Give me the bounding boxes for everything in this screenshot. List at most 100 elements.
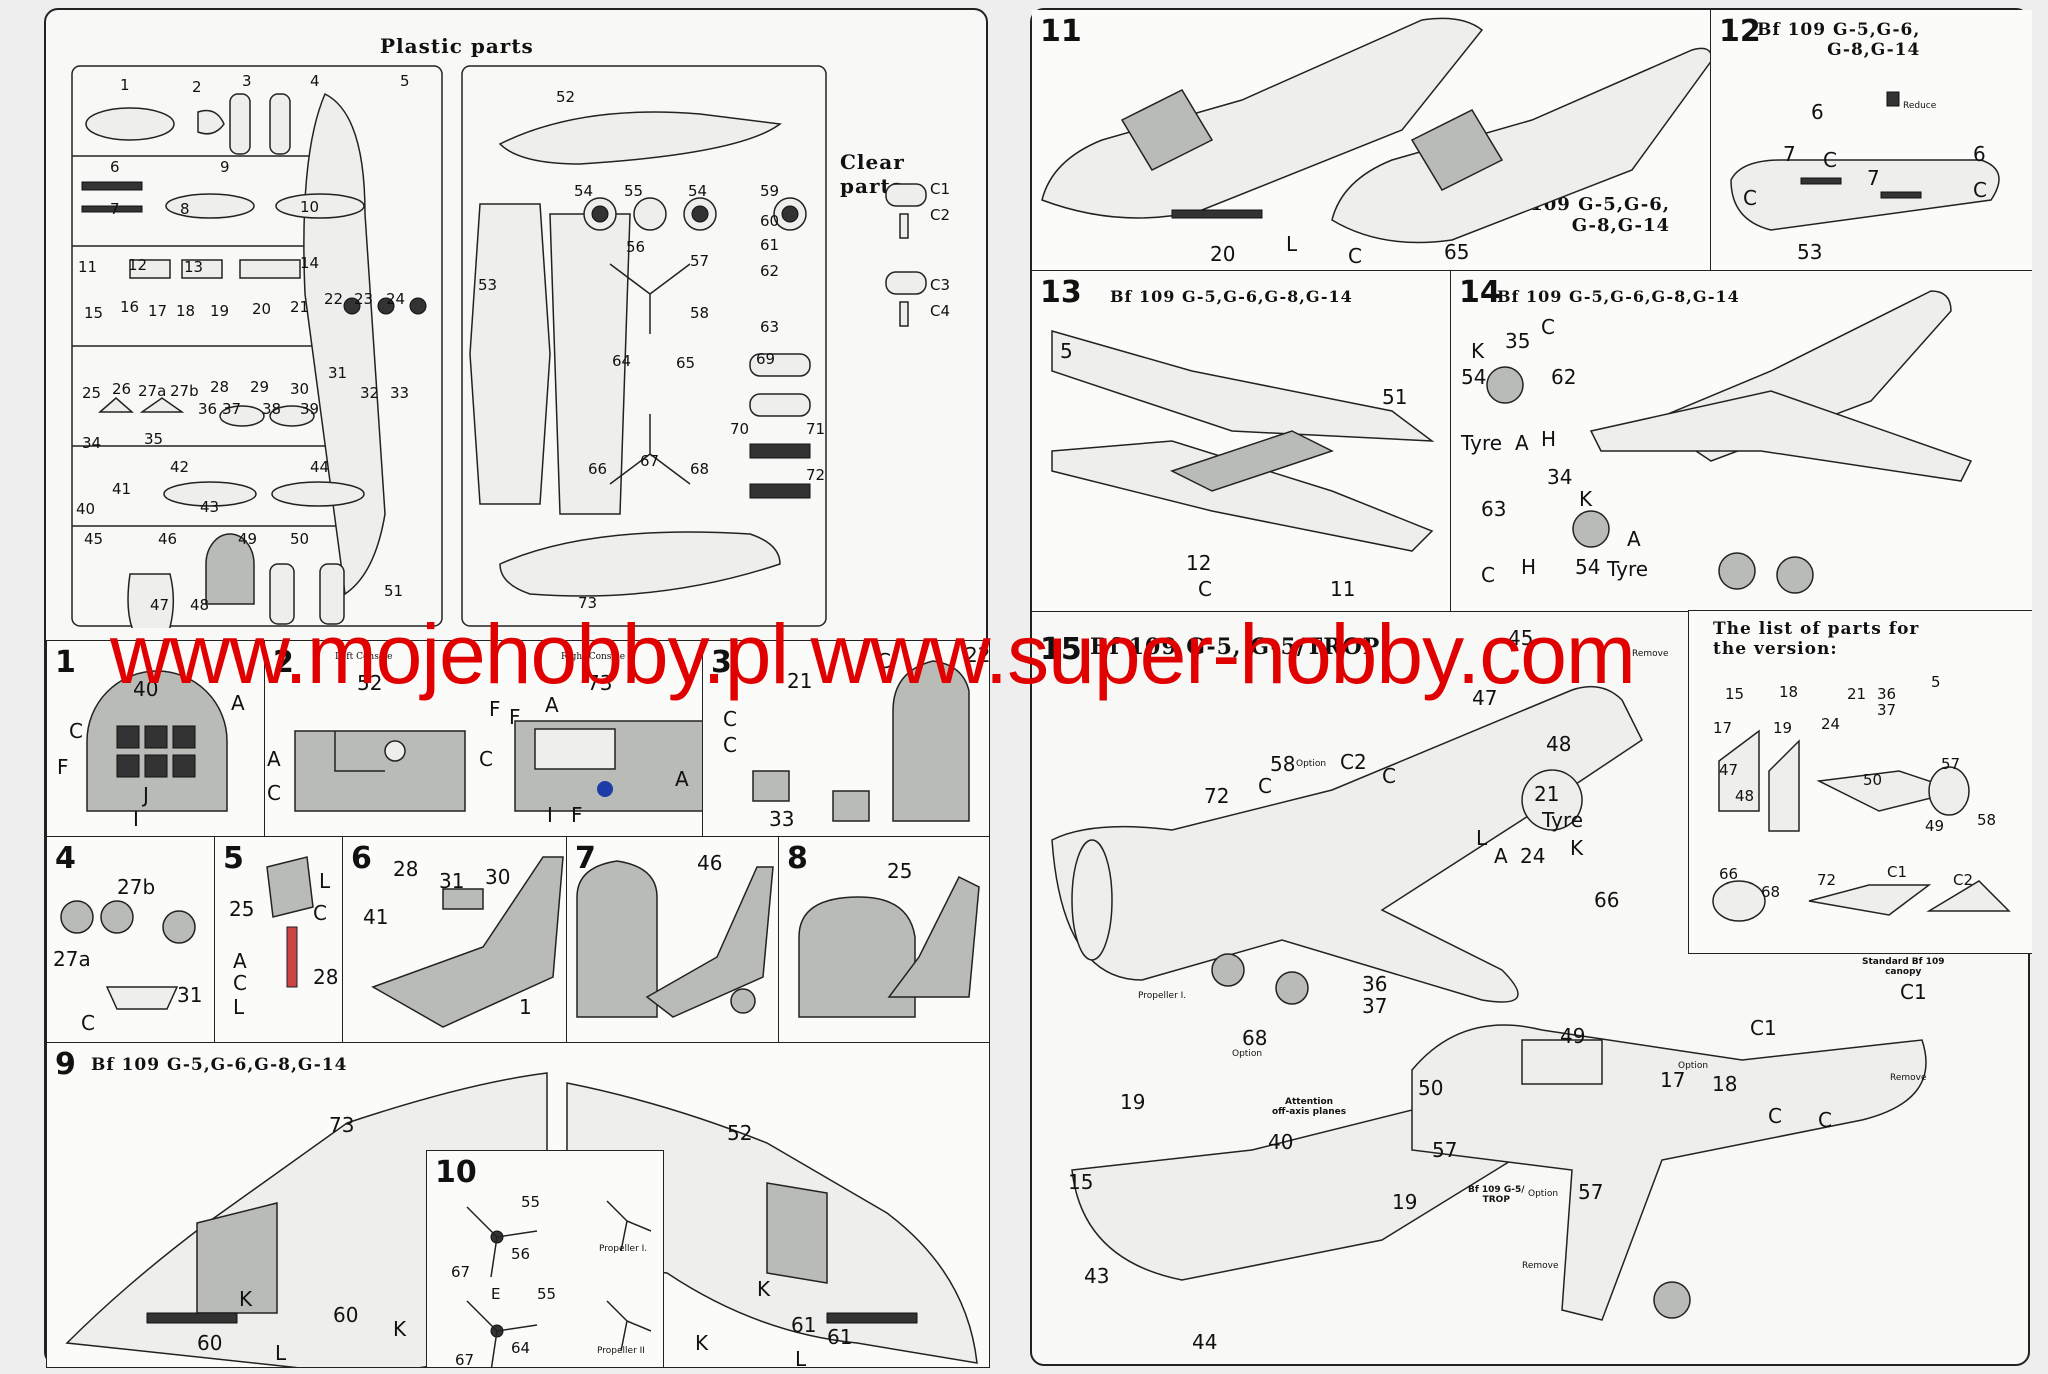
- part-label: 55: [624, 182, 644, 200]
- right-instruction-sheet: 11 Bf 109 G-5,G-6, G-8,G-14 20 L C 65 12…: [1030, 8, 2032, 1366]
- part-label: 37: [1877, 701, 1897, 719]
- part-label: 49: [1925, 817, 1945, 835]
- step-number: 1: [55, 645, 76, 680]
- callout-label: 1: [519, 995, 532, 1019]
- callout-label: C2: [1340, 750, 1367, 774]
- callout-label: 66: [1594, 888, 1620, 912]
- step-1: 1 40 A C F J I: [46, 640, 266, 838]
- callout-label: 7: [1867, 166, 1880, 190]
- callout-label: C: [1823, 148, 1837, 172]
- step-12-title: Bf 109 G-5,G-6, G-8,G-14: [1757, 20, 1921, 60]
- part-label: 13: [184, 258, 204, 276]
- callout-label: 28: [393, 857, 419, 881]
- part-label: 22: [324, 290, 344, 308]
- callout-label: C: [1481, 563, 1495, 587]
- callout-label: Tyre: [1542, 808, 1584, 832]
- part-label: 36: [1877, 685, 1897, 703]
- part-label: 38: [262, 400, 282, 418]
- callout-label: C: [233, 971, 247, 995]
- part-label: 17: [1713, 719, 1733, 737]
- part-label: 5: [400, 72, 410, 90]
- callout-label: 31: [439, 869, 465, 893]
- step-number: 13: [1040, 275, 1082, 310]
- step-number: 12: [1719, 14, 1761, 49]
- callout-label: A: [545, 693, 559, 717]
- step-13: 13 Bf 109 G-5,G-6,G-8,G-14 5 51 12 C 11: [1032, 270, 1452, 612]
- step-3: 3 C 21 C 22 C 33: [702, 640, 990, 838]
- callout-label: 61: [791, 1313, 817, 1337]
- parts-list-title: The list of parts for the version:: [1713, 619, 1920, 659]
- step-11: 11 Bf 109 G-5,G-6, G-8,G-14 20 L C 65: [1032, 10, 1712, 272]
- callout-label: 31: [177, 983, 203, 1007]
- part-label: 56: [626, 238, 646, 256]
- step-9-title: Bf 109 G-5,G-6,G-8,G-14: [91, 1055, 348, 1075]
- callout-label: L: [275, 1341, 287, 1365]
- fuselage-assembly: [1041, 17, 1711, 244]
- callout-label: I: [133, 807, 139, 831]
- part-label: 9: [220, 158, 230, 176]
- callout-label: C: [723, 733, 737, 757]
- callout-label: 5: [1060, 339, 1073, 363]
- part-label: 39: [300, 400, 320, 418]
- part-label: 64: [612, 352, 632, 370]
- part-label: 27a: [138, 382, 167, 400]
- part-label: 24: [386, 290, 406, 308]
- part-label: 72: [1817, 871, 1837, 889]
- part-label: 25: [82, 384, 102, 402]
- callout-label: 41: [363, 905, 389, 929]
- callout-label: H: [1541, 427, 1557, 451]
- callout-label: 53: [1797, 240, 1823, 264]
- part-label: 26: [112, 380, 132, 398]
- callout-label: 50: [1418, 1076, 1444, 1100]
- callout-label: K: [1570, 836, 1584, 860]
- part-label: 35: [144, 430, 164, 448]
- rear-bulkhead: [752, 660, 970, 822]
- instrument-panel: [86, 670, 228, 812]
- callout-label: L: [319, 869, 331, 893]
- callout-label: C: [1382, 764, 1396, 788]
- propellers: [466, 1200, 652, 1367]
- callout-label: Tyre: [1461, 431, 1503, 455]
- callout-label: 57: [1432, 1138, 1458, 1162]
- callout-label: L: [1476, 826, 1488, 850]
- callout-label: 18: [1712, 1072, 1738, 1096]
- watermark: www.mojehobby.pl www.super-hobby.com: [110, 607, 1636, 701]
- part-label: 46: [158, 530, 178, 548]
- part-label: 33: [390, 384, 410, 402]
- part-label: 8: [180, 200, 190, 218]
- part-label: 59: [760, 182, 780, 200]
- remove-note: Remove: [1632, 649, 1669, 659]
- callout-label: C: [267, 781, 281, 805]
- part-label: 34: [82, 434, 102, 452]
- part-label: 45: [84, 530, 104, 548]
- step-14-title: Bf 109 G-5,G-6,G-8,G-14: [1497, 287, 1740, 306]
- callout-label: 63: [1481, 497, 1507, 521]
- part-label: 37: [222, 400, 242, 418]
- option-note: Option: [1528, 1189, 1559, 1199]
- part-label: 18: [1779, 683, 1799, 701]
- callout-label: K: [695, 1331, 709, 1355]
- landing-gear-assembly: [1486, 290, 1973, 594]
- part-label: C1: [1887, 863, 1908, 881]
- part-label: 68: [690, 460, 710, 478]
- clear-part-c2: C2: [930, 206, 951, 224]
- callout-label: A: [233, 949, 247, 973]
- part-label: 32: [360, 384, 380, 402]
- callout-label: 55: [521, 1193, 541, 1211]
- callout-label: C: [723, 707, 737, 731]
- callout-label: 58: [1270, 752, 1296, 776]
- callout-label: 64: [511, 1339, 531, 1357]
- callout-label: 56: [511, 1245, 531, 1263]
- callout-label: 25: [229, 897, 255, 921]
- cockpit-with-bulkhead: [576, 860, 774, 1018]
- callout-label: K: [239, 1287, 253, 1311]
- standard-canopy-c1: C1: [1900, 980, 1927, 1004]
- part-label: 42: [170, 458, 190, 476]
- part-label: 57: [690, 252, 710, 270]
- callout-label: I: [547, 803, 553, 827]
- callout-label: C: [1768, 1104, 1782, 1128]
- trop-note: Bf 109 G-5/ TROP: [1468, 1185, 1525, 1205]
- callout-label: 37: [1362, 994, 1388, 1018]
- control-stick: [266, 856, 314, 988]
- callout-label: C: [69, 719, 83, 743]
